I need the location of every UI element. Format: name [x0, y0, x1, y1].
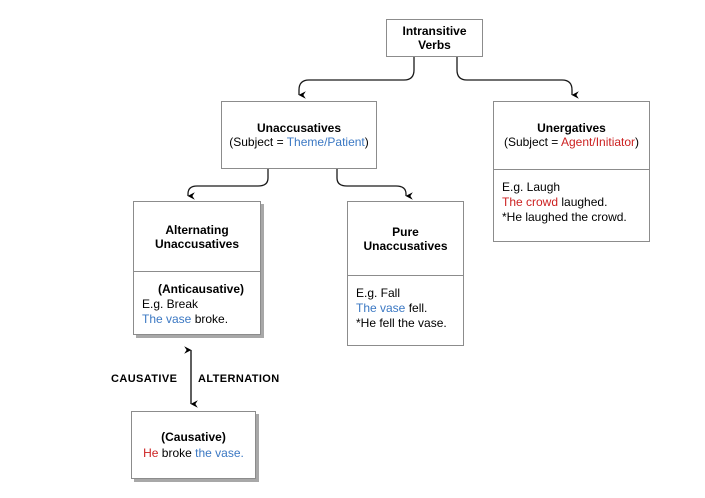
unergatives-example-predicate: laughed. — [558, 195, 608, 209]
pure-example-lead: E.g. Fall — [356, 286, 401, 300]
edge-unaccusatives-to-pure — [336, 169, 413, 200]
node-unaccusatives-head: Unaccusatives (Subject = Theme/Patient) — [222, 102, 376, 168]
unaccusatives-theme-patient: Theme/Patient — [286, 134, 365, 149]
label-alternation: ALTERNATION — [198, 373, 280, 385]
node-intransitive-verbs-title-line2: Verbs — [418, 38, 451, 52]
node-pure-unaccusatives[interactable]: Pure Unaccusatives E.g. Fall The vase fe… — [347, 201, 464, 346]
node-unergatives-head: Unergatives (Subject = Agent/Initiator) — [494, 102, 649, 169]
unaccusatives-subject-prefix: (Subject = — [229, 134, 287, 149]
node-unergatives-body: E.g. Laugh The crowd laughed. *He laughe… — [494, 169, 649, 225]
node-unaccusatives-title: Unaccusatives — [256, 120, 342, 135]
unergatives-example-subject: The crowd — [502, 195, 559, 209]
node-alternating-unaccusatives-title-line1: Alternating — [165, 222, 229, 237]
node-pure-unaccusatives-body: E.g. Fall The vase fell. *He fell the va… — [348, 275, 463, 331]
node-intransitive-verbs-head: Intransitive Verbs — [387, 20, 482, 56]
causative-example-sentence: He broke the vase. — [143, 445, 244, 461]
node-unergatives[interactable]: Unergatives (Subject = Agent/Initiator) … — [493, 101, 650, 242]
causative-example-object: the vase. — [195, 446, 244, 460]
node-intransitive-verbs-title-line1: Intransitive — [402, 24, 467, 38]
node-alternating-unaccusatives[interactable]: Alternating Unaccusatives (Anticausative… — [133, 201, 261, 335]
pure-example-subject: The vase — [356, 301, 406, 315]
node-pure-unaccusatives-head: Pure Unaccusatives — [348, 202, 463, 275]
node-unergatives-subject-role: (Subject = Agent/Initiator) — [504, 135, 639, 150]
node-unaccusatives-subject-role: (Subject = Theme/Patient) — [229, 135, 369, 150]
causative-example-subject: He — [143, 446, 159, 460]
unergatives-example-lead: E.g. Laugh — [502, 180, 561, 194]
pure-example-grammatical: The vase fell. — [356, 301, 463, 316]
node-pure-unaccusatives-title-line2: Unaccusatives — [363, 238, 448, 253]
alternating-example-sentence: The vase broke. — [142, 312, 260, 327]
node-intransitive-verbs[interactable]: Intransitive Verbs — [386, 19, 483, 57]
causative-heading: (Causative) — [161, 430, 226, 444]
alternating-example-predicate: broke. — [191, 312, 229, 326]
edge-intransitive-to-unergatives — [456, 57, 579, 99]
unaccusatives-subject-suffix: ) — [364, 134, 369, 149]
unergatives-subject-prefix: (Subject = — [503, 135, 561, 149]
label-causative: CAUSATIVE — [111, 373, 178, 385]
alternating-example-subject: The vase — [142, 312, 192, 326]
unergatives-example-ungrammatical: *He laughed the crowd. — [502, 210, 627, 224]
edge-unaccusatives-to-alternating — [187, 169, 269, 200]
causative-example-verb: broke — [158, 446, 196, 460]
edge-intransitive-to-unaccusatives — [298, 57, 415, 99]
node-pure-unaccusatives-title-line1: Pure — [392, 224, 419, 239]
node-alternating-unaccusatives-body: (Anticausative) E.g. Break The vase brok… — [134, 271, 260, 327]
node-unergatives-title: Unergatives — [537, 121, 606, 135]
node-alternating-unaccusatives-head: Alternating Unaccusatives — [134, 202, 260, 271]
pure-example-ungrammatical: *He fell the vase. — [356, 316, 447, 330]
node-alternating-unaccusatives-title-line2: Unaccusatives — [154, 236, 240, 251]
alternating-anticausative-heading: (Anticausative) — [157, 282, 245, 296]
unergatives-agent-initiator: Agent/Initiator — [561, 135, 636, 149]
causative-text-stack: (Causative) He broke the vase. — [143, 429, 244, 461]
pure-example-predicate: fell. — [405, 301, 428, 315]
node-causative-head: (Causative) He broke the vase. — [132, 412, 255, 478]
node-unaccusatives[interactable]: Unaccusatives (Subject = Theme/Patient) — [221, 101, 377, 169]
alternating-example-lead: E.g. Break — [142, 297, 199, 311]
unergatives-subject-suffix: ) — [635, 135, 640, 149]
node-causative[interactable]: (Causative) He broke the vase. — [131, 411, 256, 479]
unergatives-example-grammatical: The crowd laughed. — [502, 195, 649, 210]
